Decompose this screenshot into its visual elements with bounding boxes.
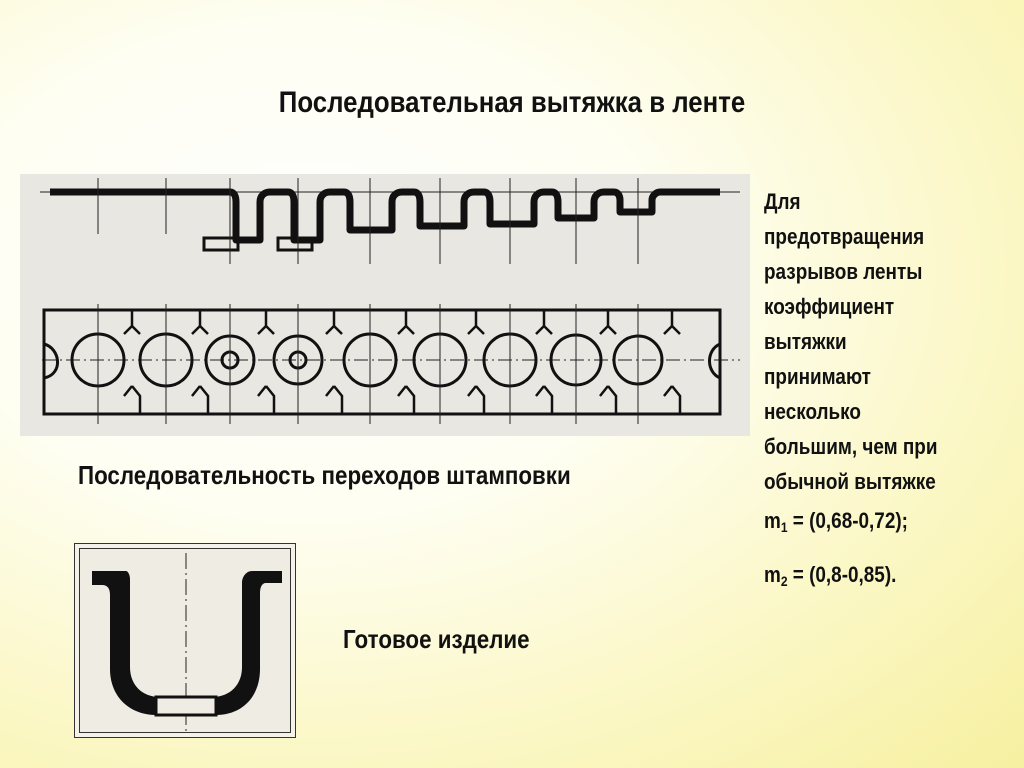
note-line: принимают — [764, 364, 871, 389]
note-line: предотвращения — [764, 224, 925, 249]
note-line: коэффициент — [764, 294, 895, 319]
note-line: вытяжки — [764, 329, 847, 354]
coef-subscript: 2 — [780, 573, 788, 589]
sequence-caption: Последовательность переходов штамповки — [78, 460, 571, 490]
product-drawing — [74, 543, 296, 738]
coefficient-m2: m2 = (0,8-0,85). — [764, 562, 896, 589]
coefficient-m1: m1 = (0,68-0,72); — [764, 508, 908, 535]
coef-value: = (0,8-0,85). — [787, 562, 897, 587]
product-drawing-svg — [92, 553, 282, 731]
note-line: несколько — [764, 399, 861, 424]
note-line: Для — [764, 189, 801, 214]
product-caption: Готовое изделие — [343, 624, 530, 654]
slide-title: Последовательная вытяжка в ленте — [278, 86, 746, 119]
note-line: обычной вытяжке — [764, 469, 936, 494]
coef-value: = (0,68-0,72); — [787, 508, 908, 533]
strip-drawing — [20, 174, 750, 436]
coef-symbol: m — [764, 562, 781, 587]
coef-symbol: m — [764, 508, 781, 533]
coef-subscript: 1 — [780, 519, 788, 535]
strip-drawing-svg — [40, 178, 740, 424]
note-line: большим, чем при — [764, 434, 938, 459]
note-text: Для предотвращения разрывов ленты коэффи… — [764, 184, 1022, 499]
note-line: разрывов ленты — [764, 259, 923, 284]
